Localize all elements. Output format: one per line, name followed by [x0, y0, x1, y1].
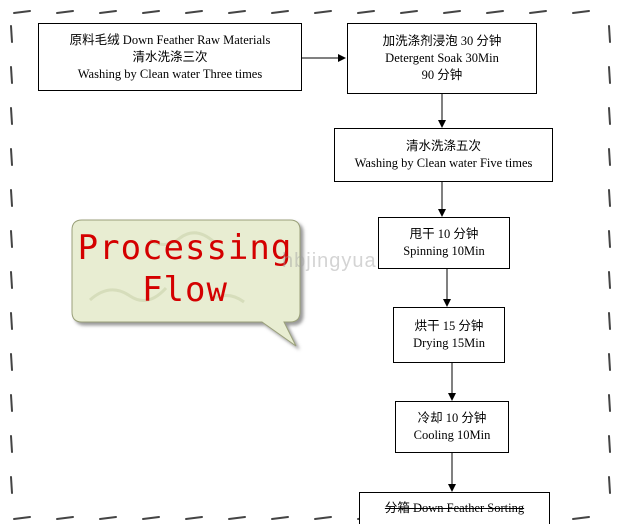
- step-soak-line3: 90 分钟: [421, 68, 463, 82]
- step-raw-line3: Washing by Clean water Three times: [77, 66, 263, 81]
- border-tick: [572, 516, 590, 520]
- border-tick: [608, 271, 611, 289]
- border-tick: [608, 435, 611, 453]
- border-tick: [10, 107, 13, 125]
- border-tick: [10, 66, 13, 84]
- border-tick: [608, 107, 611, 125]
- border-tick: [608, 353, 611, 371]
- step-cool-line2: Cooling 10Min: [413, 428, 491, 442]
- border-tick: [99, 516, 117, 520]
- border-tick: [10, 312, 13, 330]
- step-drying: 烘干 15 分钟 Drying 15Min: [393, 307, 505, 363]
- step-spin-line1: 甩干 10 分钟: [409, 227, 479, 241]
- step-raw-materials: 原料毛绒 Down Feather Raw Materials 清水洗涤三次 W…: [38, 23, 302, 91]
- border-tick: [608, 189, 611, 207]
- callout-texture: [88, 231, 245, 304]
- border-tick: [10, 230, 13, 248]
- border-tick: [13, 10, 31, 14]
- border-tick: [608, 394, 611, 412]
- border-tick: [99, 10, 117, 14]
- border-tick: [142, 10, 160, 14]
- step-soak-line1: 加洗涤剂浸泡 30 分钟: [382, 34, 502, 48]
- border-tick: [271, 516, 289, 520]
- border-tick: [10, 476, 13, 494]
- border-tick: [608, 476, 611, 494]
- callout-title-line1: Processing: [77, 228, 293, 268]
- border-tick: [10, 25, 13, 43]
- callout-shape: [71, 219, 301, 347]
- border-tick: [443, 10, 461, 14]
- step-dry-line2: Drying 15Min: [413, 336, 485, 350]
- border-tick: [142, 516, 160, 520]
- border-tick: [314, 10, 332, 14]
- border-tick: [56, 516, 74, 520]
- border-tick: [56, 10, 74, 14]
- step-sort-line1: 分箱 Down Feather Sorting: [384, 501, 525, 515]
- step-spin-line2: Spinning 10Min: [403, 244, 485, 258]
- border-tick: [10, 394, 13, 412]
- step-wash5-line2: Washing by Clean water Five times: [354, 156, 533, 170]
- step-soak-line2: Detergent Soak 30Min: [385, 51, 499, 65]
- border-tick: [529, 10, 547, 14]
- step-cooling: 冷却 10 分钟 Cooling 10Min: [395, 401, 509, 453]
- border-tick: [608, 148, 611, 166]
- border-tick: [486, 10, 504, 14]
- step-wash-five-times: 清水洗涤五次 Washing by Clean water Five times: [334, 128, 553, 182]
- step-dry-line1: 烘干 15 分钟: [414, 319, 484, 333]
- border-tick: [185, 10, 203, 14]
- border-tick: [400, 10, 418, 14]
- border-tick: [572, 10, 590, 14]
- step-raw-line2: 清水洗涤三次: [132, 49, 208, 64]
- border-tick: [10, 271, 13, 289]
- border-tick: [185, 516, 203, 520]
- step-detergent-soak: 加洗涤剂浸泡 30 分钟 Detergent Soak 30Min 90 分钟: [347, 23, 537, 94]
- border-tick: [608, 66, 611, 84]
- border-tick: [13, 516, 31, 520]
- step-spinning: 甩干 10 分钟 Spinning 10Min: [378, 217, 510, 269]
- border-tick: [10, 189, 13, 207]
- border-tick: [608, 312, 611, 330]
- step-raw-line1: 原料毛绒 Down Feather Raw Materials: [69, 32, 271, 47]
- step-wash5-line1: 清水洗涤五次: [405, 139, 481, 153]
- border-tick: [228, 516, 246, 520]
- border-tick: [357, 10, 375, 14]
- border-tick: [271, 10, 289, 14]
- border-tick: [314, 516, 332, 520]
- border-tick: [10, 353, 13, 371]
- border-tick: [10, 148, 13, 166]
- step-cool-line1: 冷却 10 分钟: [417, 411, 487, 425]
- border-tick: [228, 10, 246, 14]
- step-sorting: 分箱 Down Feather Sorting: [359, 492, 550, 524]
- border-tick: [608, 230, 611, 248]
- border-tick: [608, 25, 611, 43]
- border-tick: [10, 435, 13, 453]
- callout-title-line2: Flow: [142, 270, 228, 310]
